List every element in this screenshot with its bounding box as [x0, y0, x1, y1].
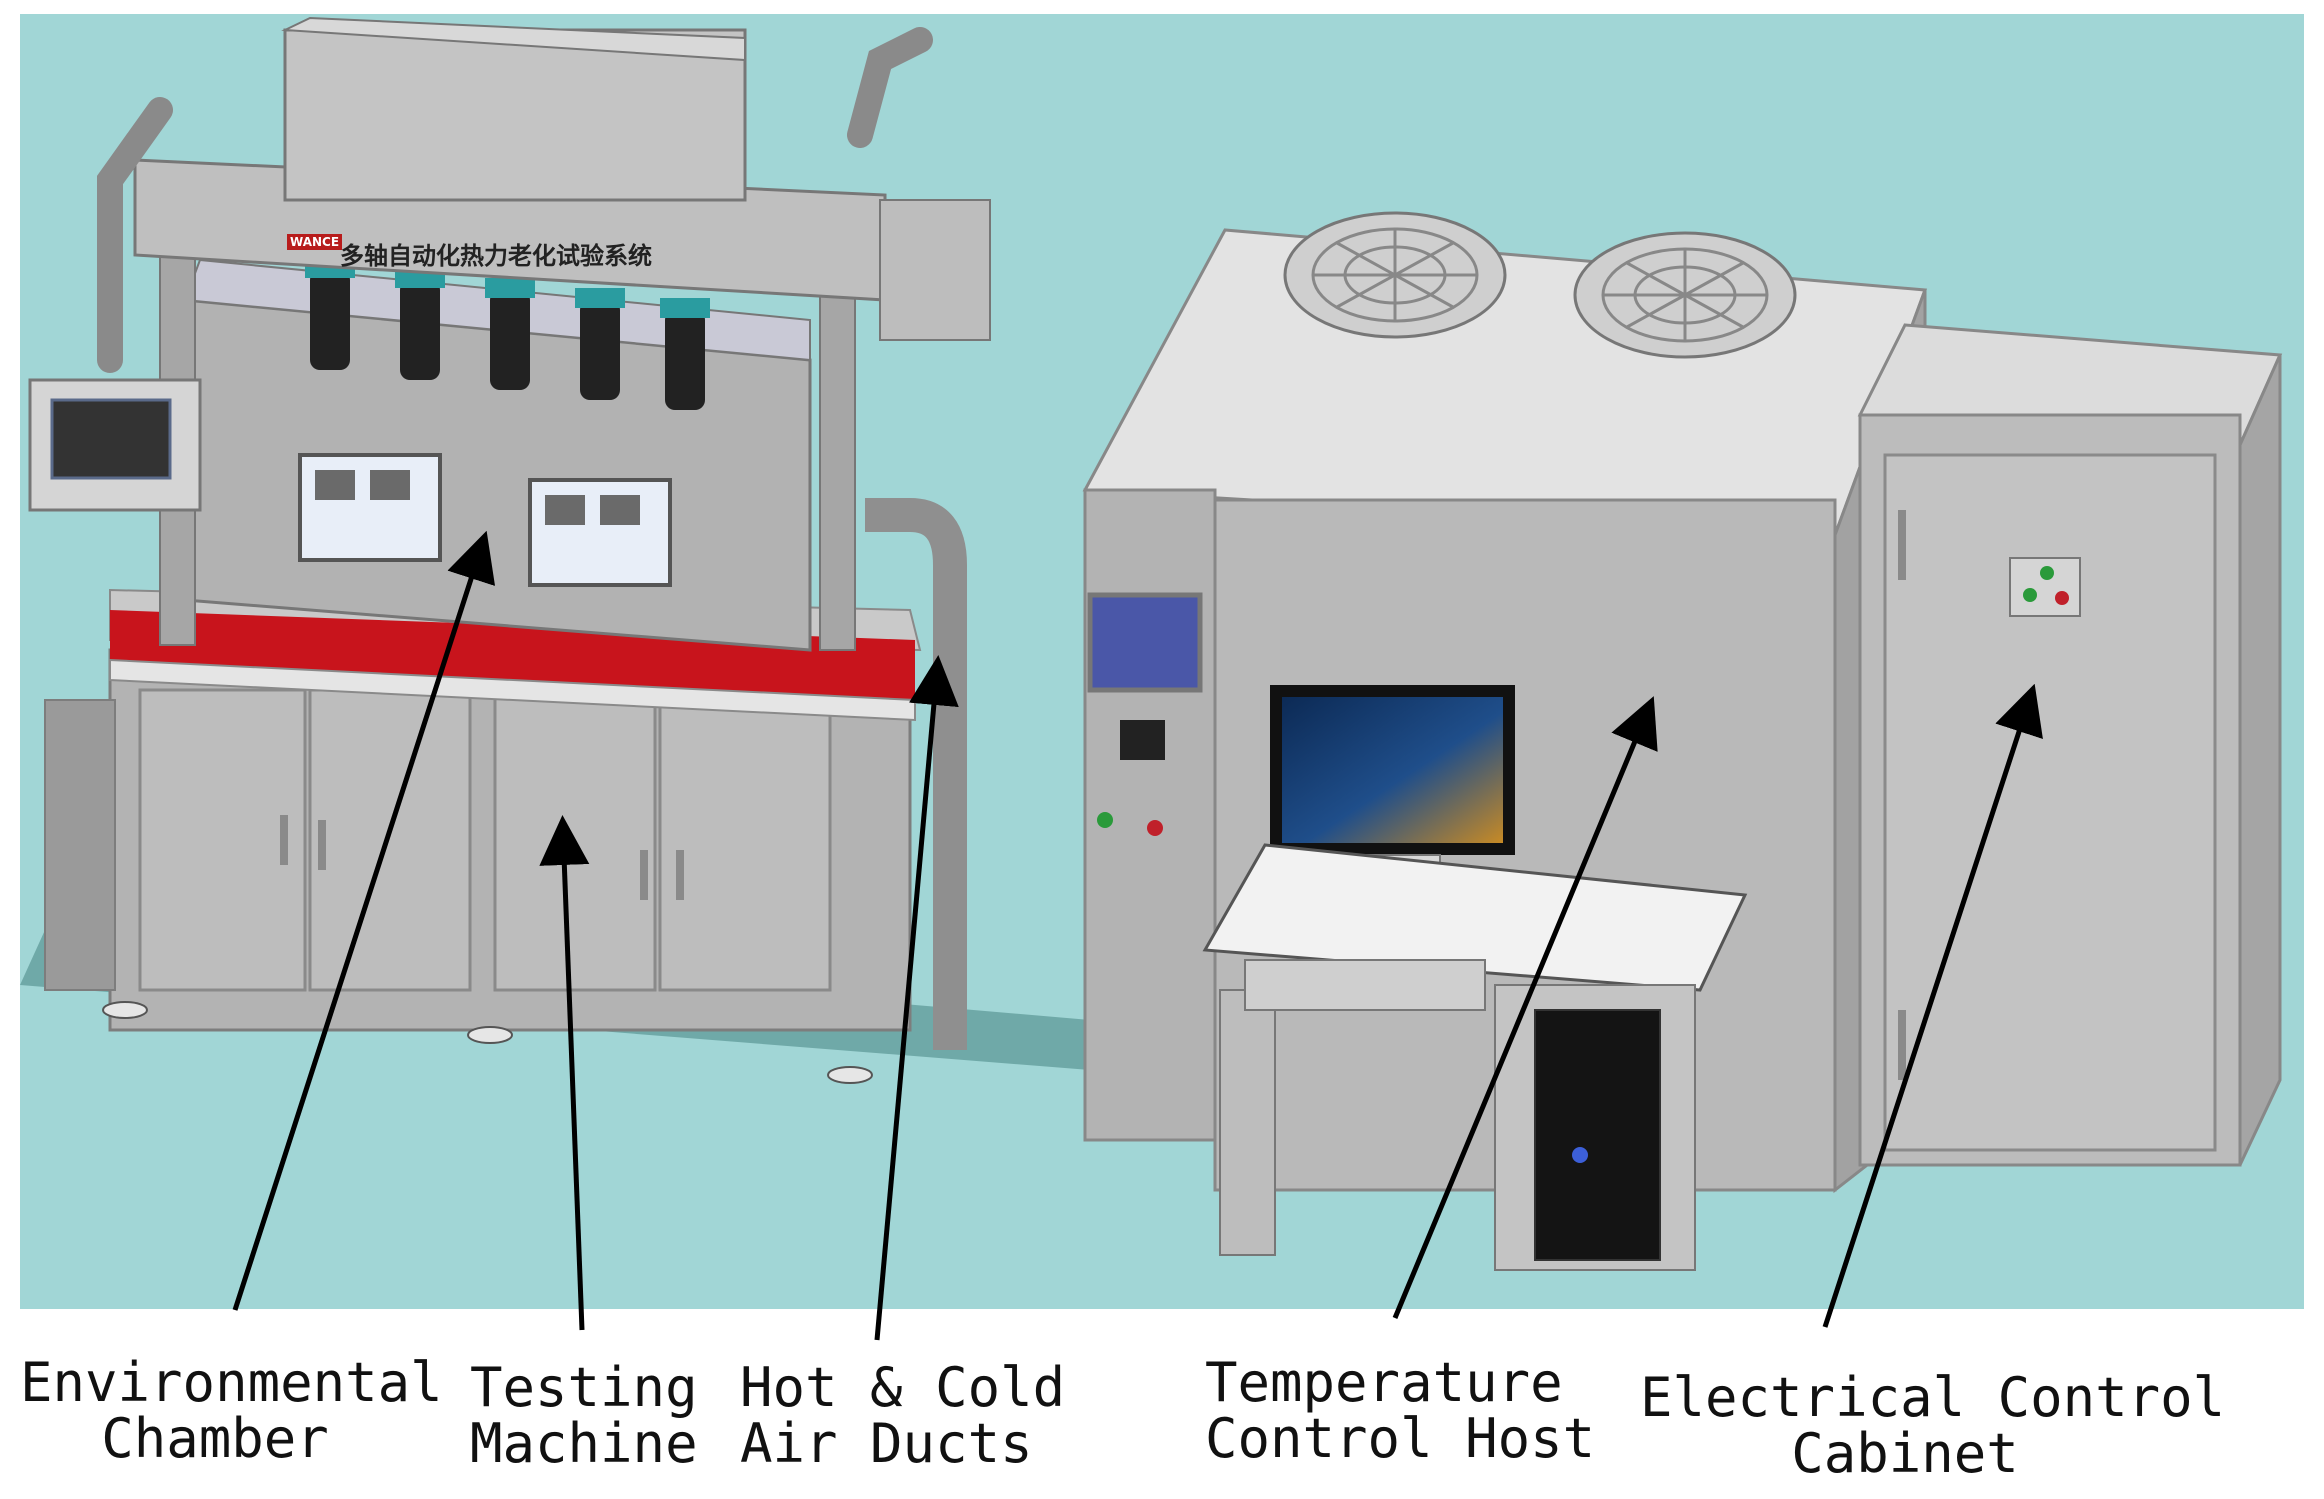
- pc-power-icon: [1572, 1147, 1588, 1163]
- door-2: [308, 688, 472, 992]
- arrow-temperature-host: [1392, 696, 1658, 1319]
- side-box-right: [879, 199, 991, 341]
- leader-arrows: [232, 530, 2043, 1341]
- actuator-row: [305, 258, 710, 410]
- arrow-environmental-chamber: [232, 530, 496, 1311]
- crosshead-top-box-top: [281, 16, 746, 62]
- touch-panel-screen: [50, 398, 172, 480]
- arrow-air-ducts: [874, 655, 959, 1341]
- desk-keyboard-tray: [1244, 959, 1486, 1011]
- pc-tower: [1534, 1009, 1661, 1261]
- door-handle-2: [318, 820, 326, 870]
- fan-left-icon: [1283, 211, 1507, 339]
- foot-2: [467, 1026, 513, 1044]
- foot-3: [827, 1066, 873, 1084]
- door-3: [493, 688, 657, 992]
- host-green-button: [1097, 812, 1113, 828]
- label-testing-machine: Testing Machine: [470, 1356, 698, 1475]
- desk-leg-left: [1219, 989, 1276, 1256]
- arm-right: [847, 27, 933, 148]
- label-electrical-cabinet: Electrical Control Cabinet: [1640, 1366, 2226, 1485]
- cabinet-latch-top: [1898, 510, 1906, 580]
- cabinet-green-button: [2023, 588, 2037, 602]
- fan-right-icon: [1573, 231, 1797, 359]
- label-environmental-chamber: Environmental Chamber: [20, 1351, 443, 1470]
- cabinet-red-button: [2055, 591, 2069, 605]
- label-air-ducts: Hot & Cold Air Ducts: [740, 1356, 1066, 1475]
- machine-title-plate: 多轴自动化热力老化试验系统: [340, 242, 652, 270]
- specimen-fixtures: [315, 470, 640, 525]
- electrical-control-cabinet: [1857, 323, 2283, 1167]
- arrow-electrical-cabinet: [1822, 683, 2043, 1328]
- door-4: [658, 688, 832, 992]
- arrow-testing-machine: [539, 815, 590, 1331]
- red-band-lower: [109, 658, 916, 722]
- arm-left: [97, 97, 173, 373]
- cabinet-green-button-top: [2040, 566, 2054, 580]
- temperature-control-host: [1082, 211, 1928, 1271]
- host-red-button: [1147, 820, 1163, 836]
- door-handle-4: [676, 850, 684, 900]
- host-switch: [1120, 720, 1165, 760]
- cabinet-side: [2238, 354, 2282, 1166]
- cabinet-latch-bottom: [1898, 1010, 1906, 1080]
- label-temperature-host: Temperature Control Host: [1205, 1351, 1596, 1470]
- door-handle-3: [640, 850, 648, 900]
- brand-tag: WANCE: [287, 234, 343, 250]
- door-1: [138, 688, 307, 992]
- air-duct: [865, 498, 967, 1050]
- base-cabinet-side: [44, 699, 116, 991]
- host-hmi-screen: [1087, 592, 1203, 693]
- door-handle-1: [280, 815, 288, 865]
- foot-1: [102, 1001, 148, 1019]
- pc-monitor-screen: [1282, 697, 1503, 843]
